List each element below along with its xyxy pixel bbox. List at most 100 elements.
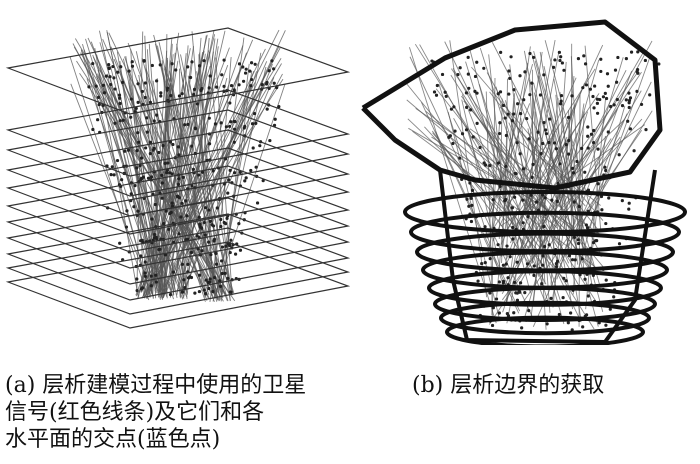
intersection-point — [503, 199, 507, 203]
intersection-point — [605, 72, 610, 76]
intersection-point — [135, 288, 139, 293]
intersection-point — [562, 276, 566, 280]
intersection-point — [253, 62, 257, 66]
signal-ray — [160, 30, 215, 299]
intersection-point — [87, 85, 91, 89]
signal-ray — [124, 56, 208, 301]
intersection-point — [272, 123, 277, 127]
intersection-point — [102, 91, 107, 95]
intersection-point — [143, 271, 147, 275]
signal-ray — [491, 77, 496, 316]
intersection-point — [220, 259, 224, 263]
intersection-point — [506, 276, 510, 280]
intersection-point — [182, 278, 186, 282]
intersection-point — [112, 76, 116, 80]
caption-a-line-2: 信号(红色线条)及它们和各 — [5, 400, 265, 425]
intersection-point — [244, 67, 248, 71]
intersection-point — [504, 133, 508, 138]
intersection-point — [135, 277, 139, 281]
intersection-point — [599, 194, 604, 199]
intersection-point — [553, 58, 557, 62]
intersection-point — [545, 322, 549, 326]
intersection-point — [232, 127, 237, 131]
intersection-point — [490, 323, 495, 328]
intersection-point — [516, 102, 520, 106]
intersection-point — [193, 126, 197, 130]
intersection-point — [540, 193, 545, 197]
intersection-point — [104, 74, 108, 78]
intersection-point — [494, 297, 499, 301]
intersection-point — [559, 93, 564, 98]
intersection-point — [595, 101, 600, 105]
intersection-point — [636, 50, 640, 54]
signal-ray — [95, 76, 230, 295]
intersection-point — [228, 124, 232, 129]
intersection-point — [504, 262, 508, 266]
intersection-point — [229, 83, 234, 88]
boundary-ring — [439, 300, 651, 336]
intersection-point — [242, 126, 246, 130]
intersection-point — [135, 149, 139, 153]
intersection-point — [603, 91, 607, 95]
intersection-point — [604, 168, 608, 173]
intersection-point — [165, 88, 169, 92]
intersection-point — [541, 141, 545, 146]
intersection-point — [126, 148, 131, 152]
intersection-point — [549, 296, 553, 300]
intersection-point — [138, 164, 142, 168]
intersection-point — [561, 295, 565, 300]
intersection-point — [154, 280, 158, 284]
intersection-point — [466, 72, 470, 76]
intersection-point — [523, 70, 527, 74]
intersection-point — [202, 59, 206, 63]
intersection-point — [224, 222, 228, 226]
intersection-point — [573, 258, 577, 262]
intersection-point — [181, 175, 185, 179]
intersection-point — [519, 112, 523, 116]
intersection-point — [110, 165, 114, 169]
boundary-ring — [445, 315, 645, 345]
intersection-point — [592, 141, 596, 145]
intersection-point — [564, 143, 568, 147]
intersection-point — [169, 94, 173, 98]
intersection-point — [232, 88, 236, 92]
intersection-point — [585, 226, 590, 230]
intersection-point — [177, 196, 181, 200]
intersection-point — [250, 122, 255, 126]
intersection-point — [480, 261, 484, 266]
intersection-point — [170, 201, 174, 205]
intersection-point — [434, 93, 439, 97]
intersection-point — [583, 62, 588, 66]
intersection-point — [606, 130, 610, 134]
intersection-point — [220, 245, 225, 249]
intersection-point — [604, 96, 609, 101]
intersection-point — [496, 92, 500, 96]
intersection-point — [154, 273, 158, 277]
intersection-point — [464, 128, 469, 132]
intersection-point — [186, 276, 191, 280]
intersection-point — [596, 147, 600, 151]
signal-ray — [141, 57, 208, 297]
intersection-point — [475, 121, 479, 125]
caption-a-line-3: 水平面的交点(蓝色点) — [5, 427, 221, 452]
signal-ray — [521, 130, 643, 305]
intersection-point — [136, 100, 140, 104]
layered-planes-diagram — [5, 27, 350, 329]
intersection-point — [507, 69, 511, 73]
intersection-point — [135, 166, 139, 170]
intersection-point — [171, 270, 176, 274]
intersection-point — [185, 214, 189, 218]
intersection-point — [91, 61, 95, 66]
intersection-point — [124, 225, 129, 229]
intersection-point — [213, 122, 218, 126]
intersection-point — [237, 222, 241, 226]
intersection-point — [207, 116, 211, 120]
intersection-point — [530, 81, 534, 85]
intersection-point — [566, 321, 570, 325]
intersection-point — [547, 140, 551, 145]
intersection-point — [179, 215, 183, 219]
intersection-point — [148, 140, 153, 144]
intersection-point — [544, 128, 548, 132]
intersection-point — [518, 281, 523, 285]
intersection-point — [204, 292, 208, 296]
